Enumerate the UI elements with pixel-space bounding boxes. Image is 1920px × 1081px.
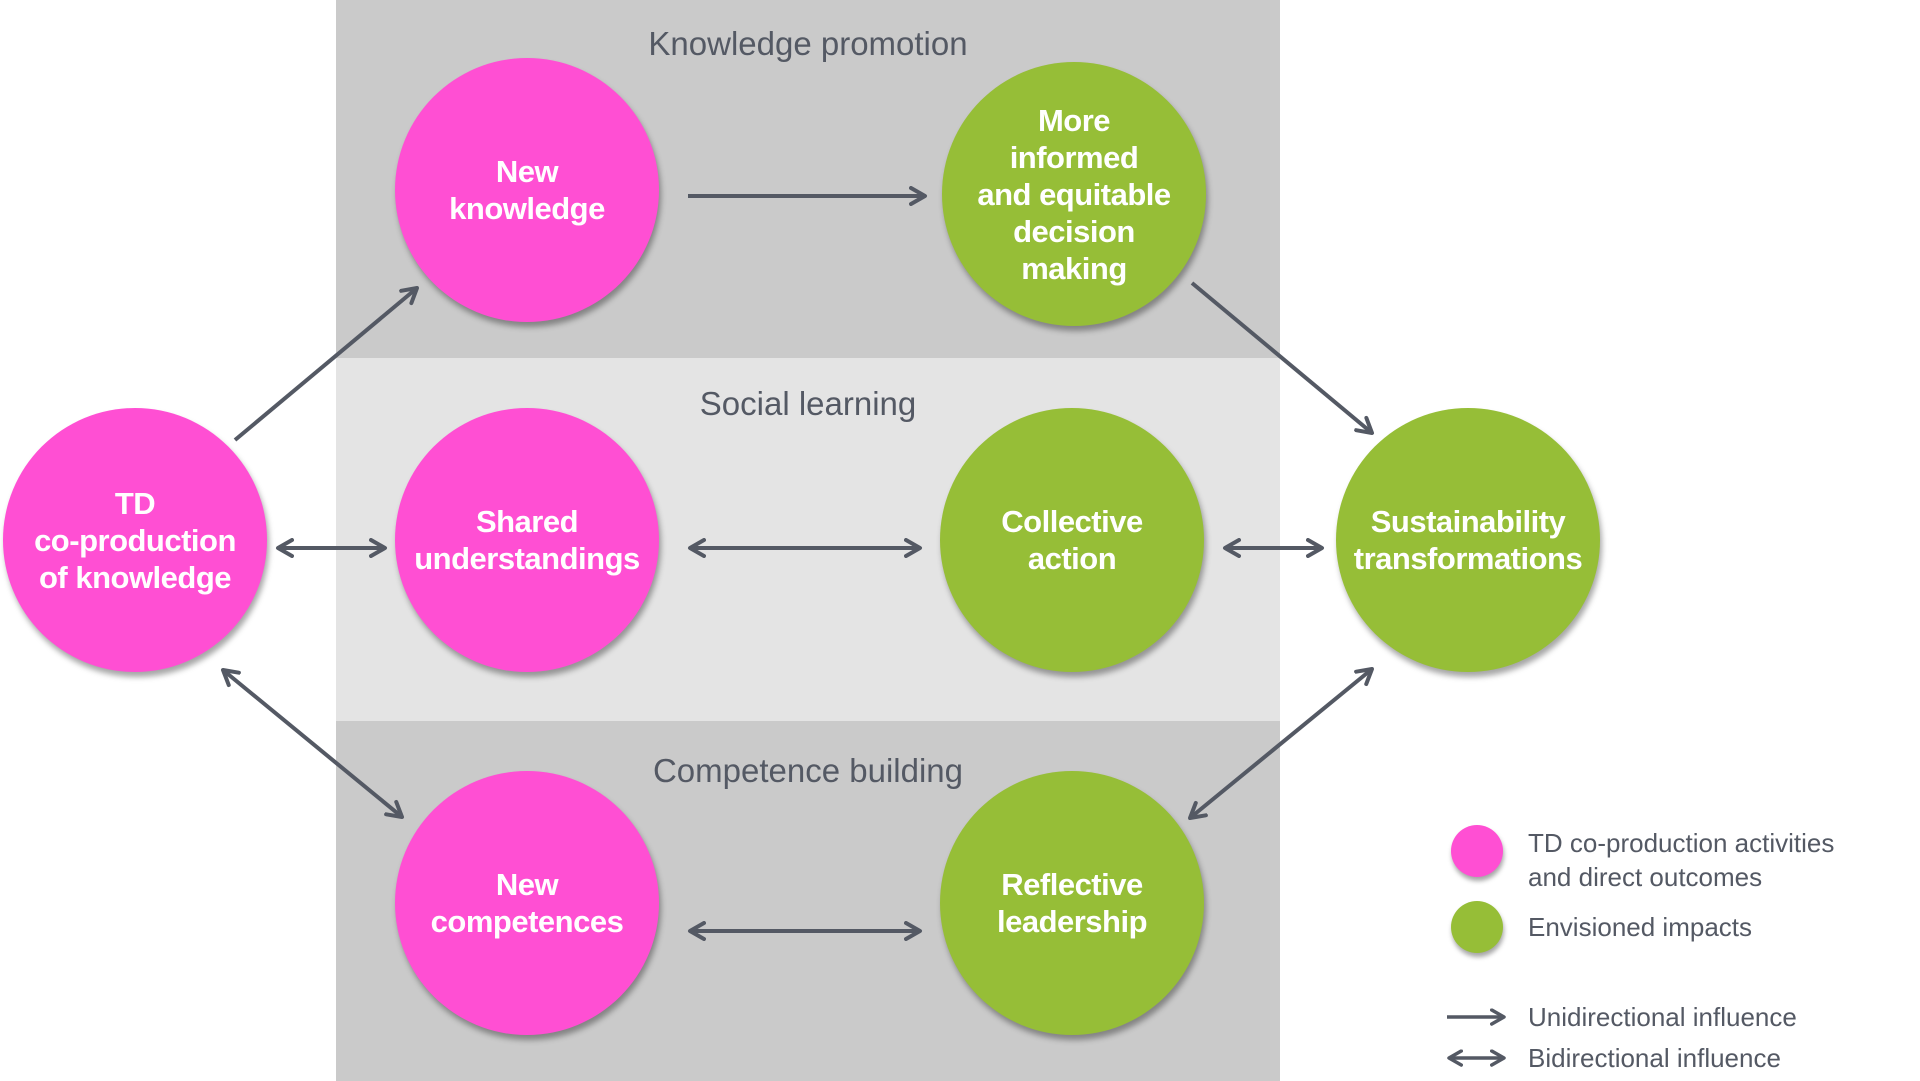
node-label: Shared understandings xyxy=(414,504,640,576)
legend-bidirectional-label: Bidirectional influence xyxy=(1528,1043,1781,1073)
node-reflective-leadership: Reflective leadership xyxy=(940,771,1204,1035)
node-td-coproduction: TD co-production of knowledge xyxy=(3,408,267,672)
node-label: TD co-production of knowledge xyxy=(34,485,236,595)
band-title-competence-building: Competence building xyxy=(652,752,964,789)
edge-td-new-competences xyxy=(221,668,404,819)
legend-envisioned-impacts-label: Envisioned impacts xyxy=(1528,912,1752,942)
edge-reflective-leadership-sustainability xyxy=(1188,667,1374,820)
node-new-competences: New competences xyxy=(395,771,659,1035)
node-new-knowledge: New knowledge xyxy=(395,58,659,322)
node-shared-understandings: Shared understandings xyxy=(395,408,659,672)
band-title-social-learning: Social learning xyxy=(699,385,917,422)
node-label: New competences xyxy=(430,867,624,939)
edge-decision-making-to-sustainability xyxy=(1190,281,1374,435)
node-sustainability-transformations: Sustainability transformations xyxy=(1336,408,1600,672)
legend-td-coproduction-label: TD co-production activities and direct o… xyxy=(1528,828,1835,892)
node-label: Reflective leadership xyxy=(996,867,1148,939)
node-label: New knowledge xyxy=(449,154,605,226)
node-label: More informed and equitable decision mak… xyxy=(977,102,1171,286)
legend-pink-dot-icon xyxy=(1451,825,1503,877)
node-collective-action: Collective action xyxy=(940,408,1204,672)
legend-green-dot-icon xyxy=(1451,901,1503,953)
node-decision-making: More informed and equitable decision mak… xyxy=(942,62,1206,326)
band-title-knowledge-promotion: Knowledge promotion xyxy=(648,25,968,62)
node-label: Collective action xyxy=(1001,504,1143,576)
edge-td-to-new-knowledge xyxy=(233,286,419,442)
node-label: Sustainability transformations xyxy=(1353,504,1583,576)
legend-unidirectional-label: Unidirectional influence xyxy=(1528,1002,1797,1032)
